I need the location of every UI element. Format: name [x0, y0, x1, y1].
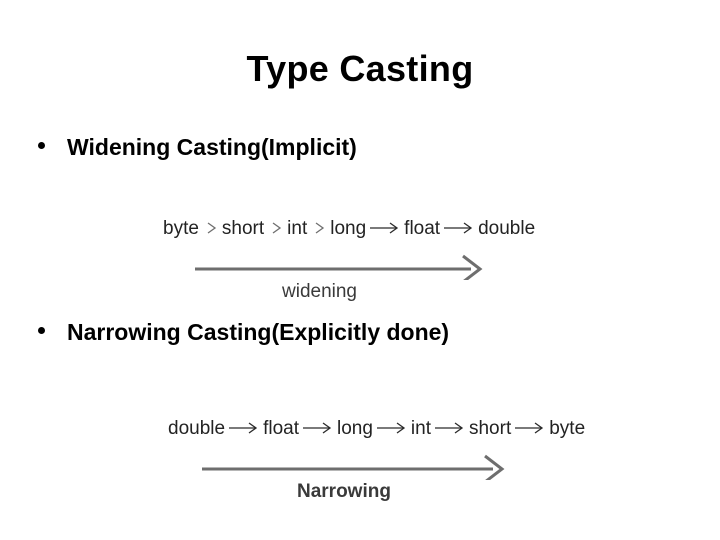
narrowing-type-chain: double float long int: [0, 418, 720, 440]
chain-item-byte: byte: [163, 218, 199, 239]
bullet-label: Widening Casting(Implicit): [67, 134, 357, 160]
page-title: Type Casting: [246, 48, 474, 89]
chain-item-long: long: [336, 418, 373, 439]
bullet-item-widening: Widening Casting(Implicit): [38, 134, 357, 161]
chain-item-long: long: [330, 218, 367, 239]
bullet-dot-icon: [38, 142, 45, 149]
chain-arrow-icon: [376, 421, 407, 435]
chain-item-int: int: [410, 418, 431, 439]
widening-diagram: byte short int long float: [0, 218, 720, 303]
bullet-item-narrowing: Narrowing Casting(Explicitly done): [38, 319, 449, 346]
chain-item-float: float: [404, 218, 441, 239]
narrowing-direction-arrow: [0, 454, 720, 480]
narrowing-label: Narrowing: [297, 481, 391, 502]
bullet-dot-icon: [38, 327, 45, 334]
narrowing-diagram: double float long int: [0, 418, 720, 503]
chain-arrow-icon: [370, 221, 400, 235]
chain-item-double: double: [168, 418, 226, 439]
chain-arrow-head-icon: [314, 221, 327, 235]
widening-direction-arrow: [0, 254, 720, 280]
chain-item-byte: byte: [549, 418, 586, 439]
chain-arrow-icon: [434, 421, 465, 435]
chain-item-short: short: [468, 418, 512, 439]
chain-arrow-icon: [444, 221, 474, 235]
chain-arrow-icon: [229, 421, 259, 435]
bullet-label: Narrowing Casting(Explicitly done): [67, 319, 450, 345]
chain-item-int: int: [287, 218, 308, 239]
chain-item-double: double: [478, 218, 536, 239]
chain-arrow-head-icon: [206, 221, 219, 235]
chain-arrow-head-icon: [271, 221, 284, 235]
chain-item-float: float: [263, 418, 299, 439]
widening-type-chain: byte short int long float: [0, 218, 720, 240]
chain-item-short: short: [221, 218, 265, 239]
chain-arrow-icon: [515, 421, 545, 435]
widening-label: widening: [282, 281, 357, 302]
chain-arrow-icon: [302, 421, 333, 435]
